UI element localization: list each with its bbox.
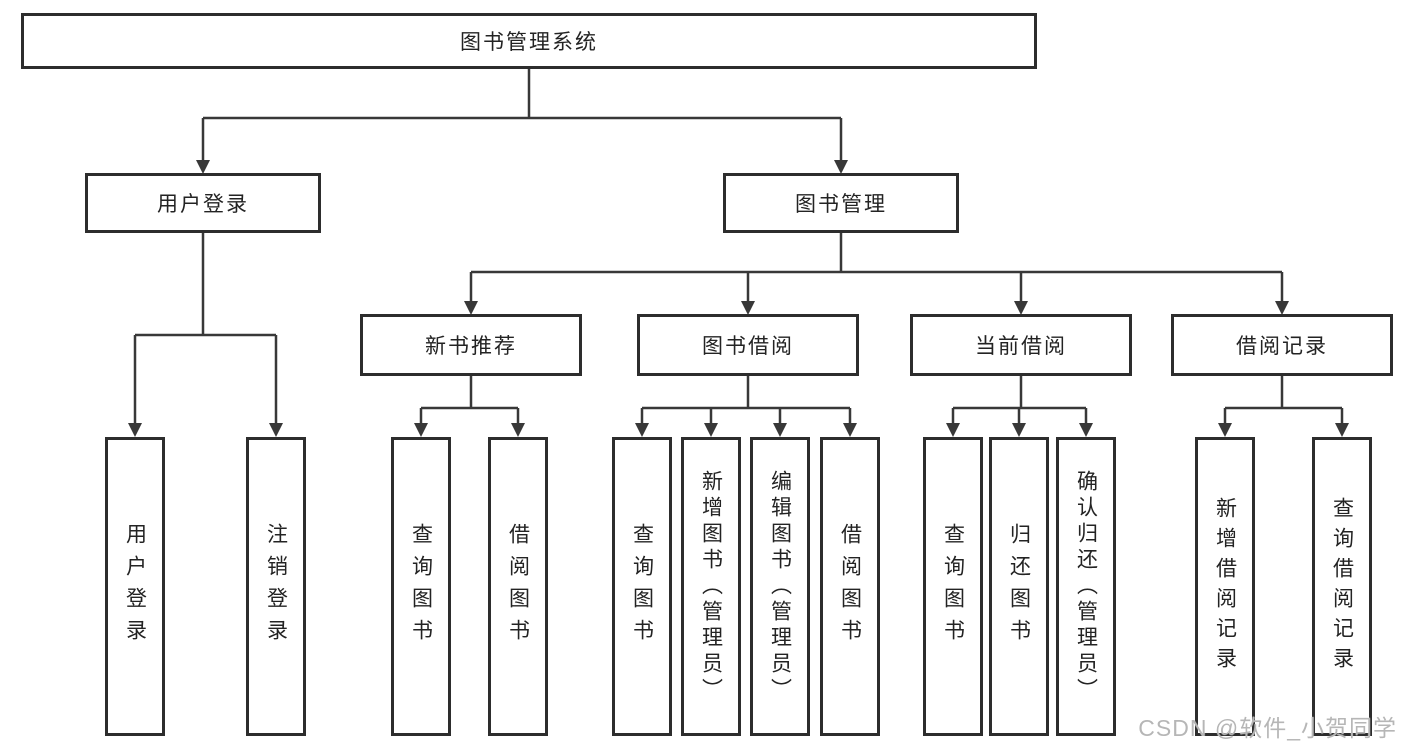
leaf-user-login: 用户登录 [105,437,165,736]
csdn-watermark: CSDN @软件_小贺同学 [1138,715,1397,741]
leaf-query-books-borrow: 查询图书 [612,437,672,736]
node-new-book-recommend: 新书推荐 [360,314,582,376]
tree-edges [133,69,1344,424]
node-borrow-records: 借阅记录 [1171,314,1393,376]
node-library-management-system: 图书管理系统 [21,13,1037,69]
leaf-query-books-current: 查询图书 [923,437,983,736]
leaf-confirm-return-admin: 确认归还（管理员） [1056,437,1116,736]
leaf-borrow-books-borrow: 借阅图书 [820,437,880,736]
node-user-login-branch: 用户登录 [85,173,321,233]
leaf-logout: 注销登录 [246,437,306,736]
leaf-add-book-admin: 新增图书（管理员） [681,437,741,736]
leaf-return-book: 归还图书 [989,437,1049,736]
leaf-add-borrow-record: 新增借阅记录 [1195,437,1255,736]
leaf-edit-book-admin: 编辑图书（管理员） [750,437,810,736]
leaf-query-books-recommend: 查询图书 [391,437,451,736]
leaf-query-borrow-record: 查询借阅记录 [1312,437,1372,736]
node-book-borrowing: 图书借阅 [637,314,859,376]
leaf-borrow-books-recommend: 借阅图书 [488,437,548,736]
node-book-management: 图书管理 [723,173,959,233]
node-current-borrowing: 当前借阅 [910,314,1132,376]
